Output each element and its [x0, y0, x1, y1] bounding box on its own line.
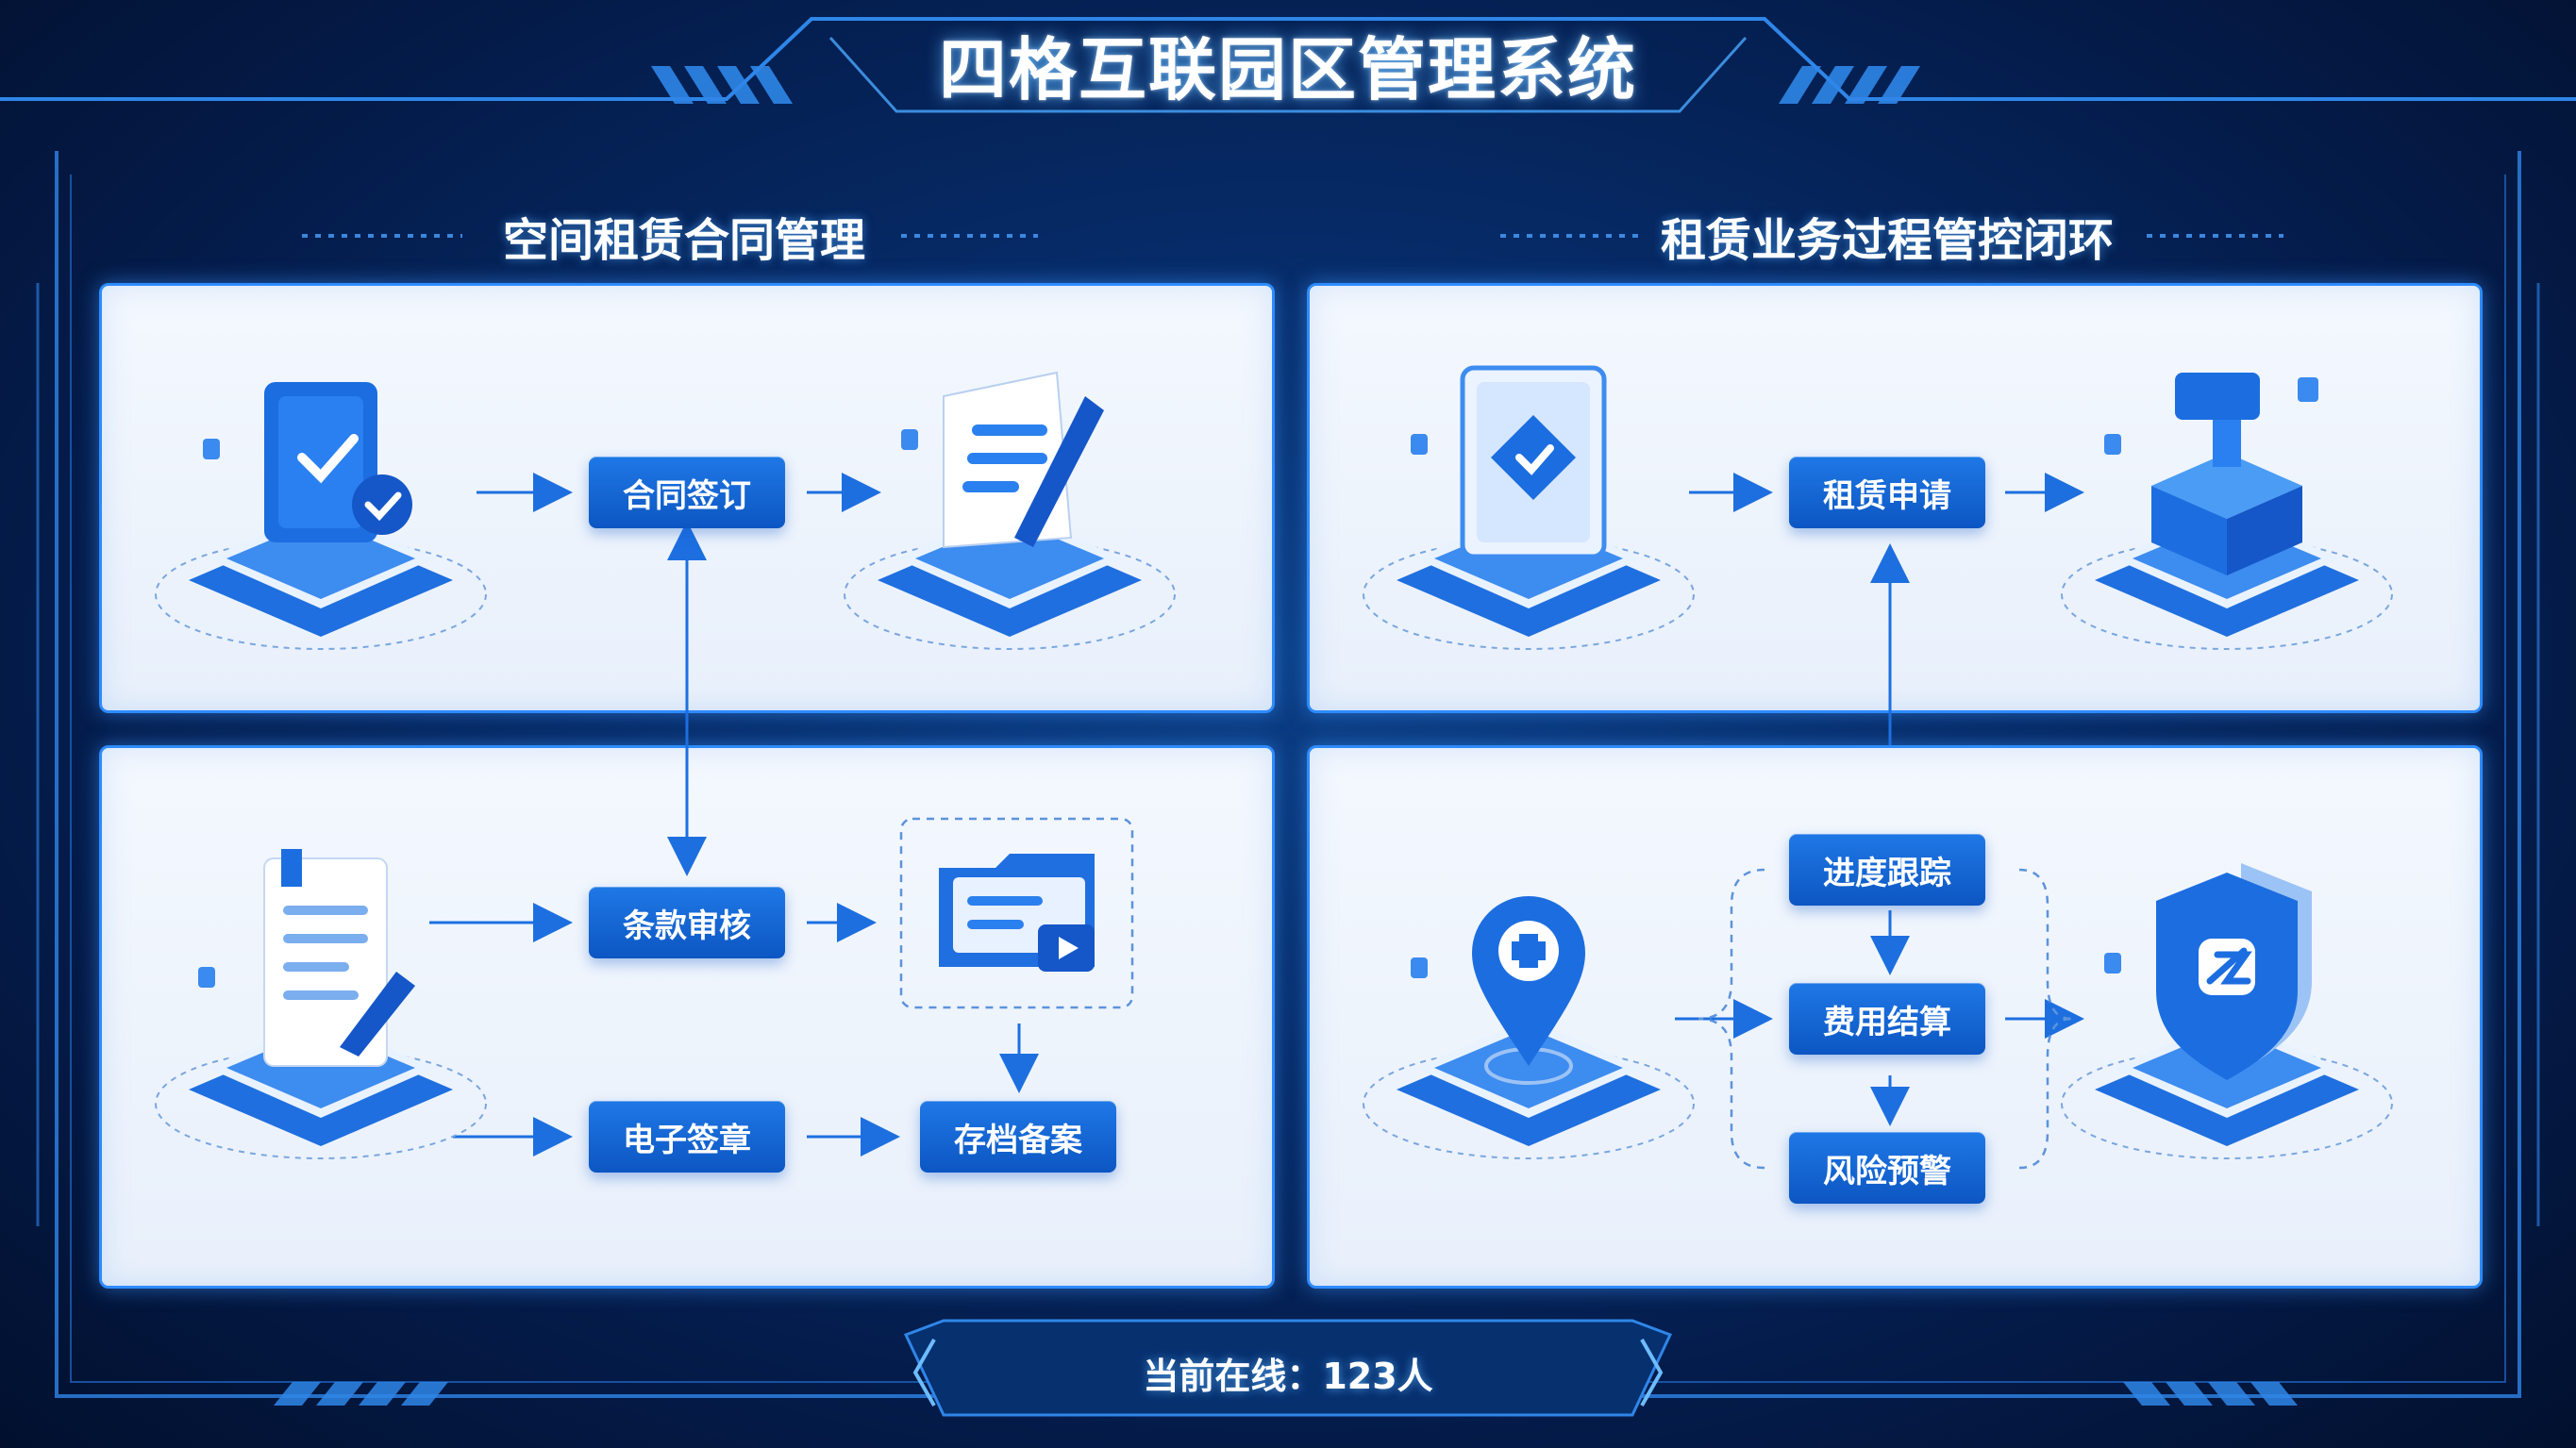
folder-video-icon	[939, 854, 1095, 972]
step-progress-track[interactable]: 进度跟踪	[1789, 834, 1985, 906]
step-lease-apply[interactable]: 租赁申请	[1789, 457, 1985, 528]
page-title: 四格互联园区管理系统	[938, 30, 1637, 109]
step-contract-sign[interactable]: 合同签订	[589, 457, 785, 528]
shield-icon	[2061, 863, 2393, 1159]
step-risk-warning[interactable]: 风险预警	[1789, 1132, 1985, 1204]
clipboard-check-icon	[155, 382, 487, 650]
step-clause-review[interactable]: 条款审核	[589, 887, 785, 958]
step-e-seal[interactable]: 电子签章	[589, 1101, 785, 1173]
document-list-icon	[155, 849, 487, 1159]
clipboard-diamond-icon	[1363, 365, 1695, 650]
online-status: 当前在线：123人	[1143, 1355, 1433, 1397]
step-fee-settlement[interactable]: 费用结算	[1789, 983, 1985, 1055]
step-archive[interactable]: 存档备案	[920, 1101, 1116, 1173]
document-pen-icon	[844, 371, 1176, 650]
location-plus-icon	[1363, 896, 1695, 1159]
section-title-right: 租赁业务过程管控闭环	[1660, 214, 2114, 267]
stacked-cube-icon	[2061, 373, 2393, 650]
section-title-left: 空间租赁合同管理	[502, 214, 865, 267]
